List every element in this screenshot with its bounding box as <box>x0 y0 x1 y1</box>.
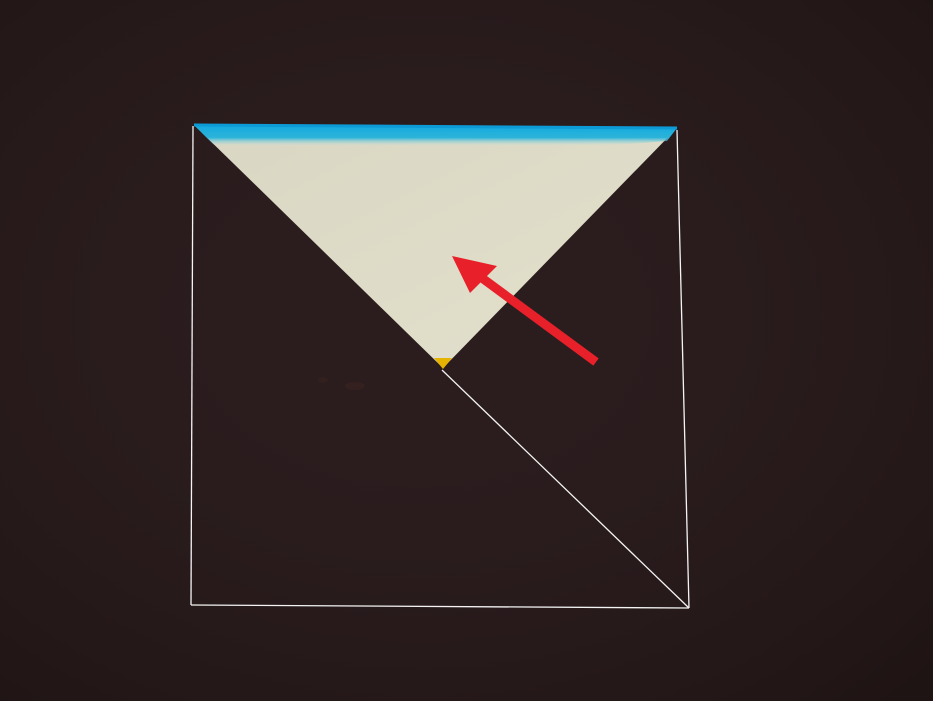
paper-top-edge <box>193 123 678 130</box>
surface-stain <box>345 382 365 390</box>
fold-direction-arrow <box>452 256 599 366</box>
outline-bottom-edge <box>190 604 690 609</box>
arrow-head <box>452 256 497 293</box>
surface-stain <box>318 377 328 383</box>
triangle-flap <box>193 123 678 369</box>
outline-right-edge <box>676 129 690 609</box>
outline-left-edge <box>190 125 194 606</box>
outline-diagonal <box>441 369 690 609</box>
square-outline <box>190 125 690 609</box>
paper-blue-stripe <box>194 125 677 146</box>
arrow-shaft <box>479 274 599 366</box>
paper-face <box>194 125 677 368</box>
paper-yellow-tip <box>434 358 452 369</box>
